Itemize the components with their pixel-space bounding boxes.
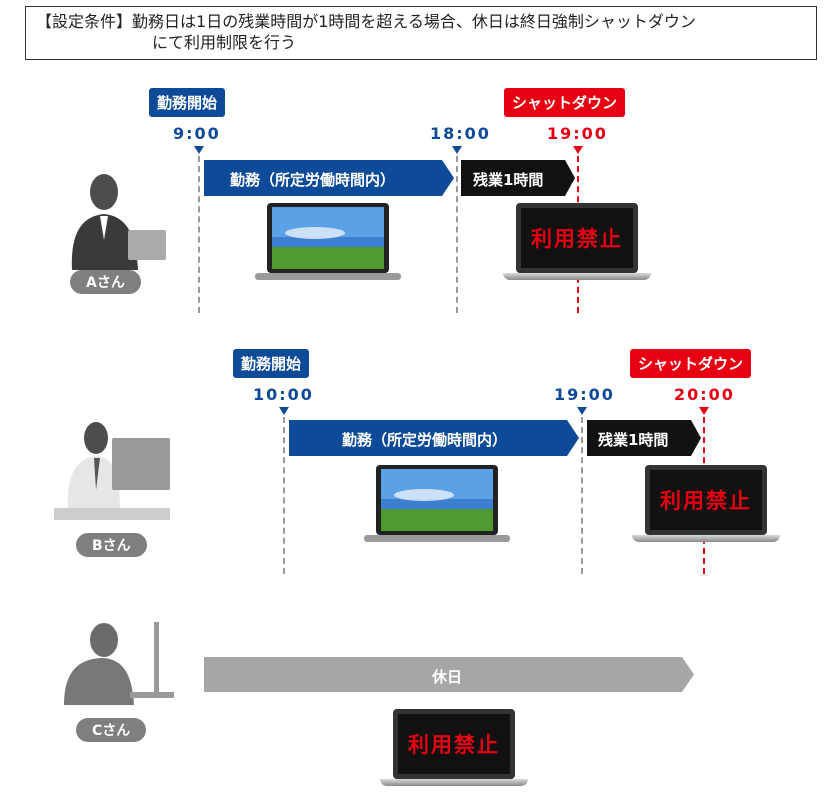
overtime-bar-label-a: 残業1時間: [473, 171, 544, 189]
work-start-label-b: 勤務開始: [233, 349, 310, 378]
work-start-label-a: 勤務開始: [149, 88, 226, 117]
laptop-forbidden-screen-b: 利用禁止: [645, 465, 767, 535]
person-label-a: Aさん: [70, 270, 141, 294]
shutdown-label-a: シャットダウン: [504, 88, 626, 117]
end-line-a: [456, 156, 458, 313]
end-marker-a: [452, 146, 462, 154]
holiday-bar: [204, 657, 694, 692]
person-b-icon: [54, 422, 170, 520]
work-bar-a: [204, 160, 454, 196]
forbidden-text-c: 利用禁止: [408, 733, 500, 757]
start-line-b: [283, 417, 285, 574]
work-bar-label-a: 勤務（所定労働時間内）: [230, 171, 396, 189]
end-marker-b: [577, 407, 587, 415]
person-a-icon: [71, 174, 166, 270]
laptop-forbidden-screen-c: 利用禁止: [393, 709, 515, 779]
shutdown-marker-b: [699, 407, 709, 415]
overtime-bar-a: [461, 160, 575, 196]
shutdown-label-b: シャットダウン: [630, 349, 752, 378]
end-time-a: 18:00: [430, 124, 491, 143]
condition-line2: にて利用制限を行う: [152, 33, 297, 52]
end-line-b: [581, 417, 583, 574]
holiday-bar-label: 休日: [432, 668, 463, 686]
shutdown-time-b: 20:00: [674, 385, 735, 404]
person-label-c: Cさん: [76, 718, 147, 742]
person-c-icon: [64, 622, 174, 705]
shutdown-time-a: 19:00: [547, 124, 608, 143]
laptop-forbidden-base-c: [380, 779, 528, 786]
start-time-a: 9:00: [173, 124, 221, 143]
start-marker-a: [194, 146, 204, 154]
forbidden-text-a: 利用禁止: [531, 227, 623, 251]
work-bar-b: [289, 420, 579, 456]
condition-prefix: 【設定条件】: [36, 12, 133, 31]
laptop-normal-a: [255, 203, 401, 280]
work-bar-label-b: 勤務（所定労働時間内）: [342, 431, 508, 449]
forbidden-text-b: 利用禁止: [660, 489, 752, 513]
person-label-b: Bさん: [76, 533, 147, 557]
condition-line1: 勤務日は1日の残業時間が1時間を超える場合、休日は終日強制シャットダウン: [132, 12, 696, 31]
laptop-forbidden-base-b: [632, 535, 780, 542]
laptop-forbidden-screen-a: 利用禁止: [516, 203, 638, 273]
end-time-b: 19:00: [554, 385, 615, 404]
start-time-b: 10:00: [253, 385, 314, 404]
shutdown-marker-a: [573, 146, 583, 154]
start-line-a: [198, 156, 200, 313]
overtime-bar-label-b: 残業1時間: [598, 431, 669, 449]
laptop-normal-b: [364, 465, 510, 542]
condition-box: 【設定条件】勤務日は1日の残業時間が1時間を超える場合、休日は終日強制シャットダ…: [25, 6, 817, 60]
laptop-forbidden-base-a: [503, 273, 651, 280]
start-marker-b: [279, 407, 289, 415]
overtime-bar-b: [587, 420, 701, 456]
